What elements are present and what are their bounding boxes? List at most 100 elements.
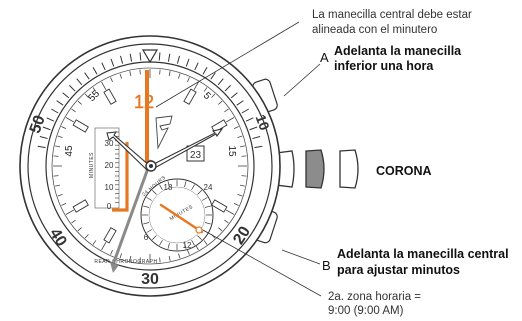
dial-tick	[241, 175, 247, 177]
bezel-tick	[69, 85, 76, 92]
bezel-tick	[76, 78, 83, 86]
dial-tick	[119, 253, 122, 259]
dial-tick	[187, 249, 190, 255]
bezel-tick	[185, 58, 190, 67]
watch-hands	[106, 70, 224, 273]
leader-zone	[202, 229, 322, 297]
dial-tick	[226, 209, 235, 215]
skeleton-hand	[155, 115, 173, 150]
bezel-tick	[241, 108, 249, 114]
hour-marker	[72, 119, 89, 133]
dial-tick	[218, 100, 223, 105]
dial-tick	[168, 255, 171, 261]
minutes-scale-title: MINUTES	[89, 152, 95, 178]
bezel-tick	[210, 72, 216, 80]
subdial-label-24: 24	[204, 183, 213, 192]
bezel-tick	[51, 108, 59, 114]
bezel-tick	[217, 78, 224, 86]
dial-tick	[110, 249, 113, 255]
bezel-tick	[224, 85, 231, 92]
dial-tick	[92, 87, 97, 92]
bezel-tick	[158, 52, 161, 61]
bezel-tick	[129, 53, 133, 62]
dial-tick	[241, 155, 247, 157]
dial-tick	[101, 81, 107, 90]
dial-marker-15: 15	[226, 145, 237, 157]
dial-tick	[65, 117, 74, 123]
bezel-tick	[252, 136, 261, 140]
bezel-label-50: 50	[27, 113, 49, 136]
dial-tick	[159, 69, 161, 75]
subdial-label-18: 18	[164, 183, 173, 192]
dial-tick	[226, 117, 235, 123]
subdial-label-12: 12	[183, 241, 192, 250]
dial-tick	[178, 73, 181, 79]
dial-tick	[211, 93, 216, 98]
subdial-tick	[152, 235, 157, 240]
dial-number-12: 12	[134, 92, 154, 112]
date-window	[186, 145, 205, 162]
subdial-24-hours: 24 HOURS 18 24 6 12 MINUTES	[140, 175, 214, 252]
dial-tick	[84, 234, 89, 239]
subdial-tick	[143, 205, 150, 208]
dial-tick	[233, 203, 239, 206]
crown-position-in	[339, 149, 359, 189]
dial-tick	[110, 77, 113, 83]
bezel-label-30: 30	[141, 271, 159, 288]
subdial-tick	[204, 222, 211, 225]
bezel-tick	[39, 136, 48, 140]
bezel-tick	[37, 145, 46, 149]
dial-tick	[168, 71, 171, 77]
hour-marker	[183, 88, 197, 105]
callout-b-letter: B	[322, 258, 331, 273]
dial-tick	[139, 257, 141, 263]
subdial-tick	[167, 181, 170, 188]
central-chrono-hand	[145, 70, 149, 165]
dial-tick	[139, 69, 141, 75]
bezel-tick	[202, 67, 208, 75]
hour-marker	[103, 88, 117, 105]
bezel-tick	[101, 62, 106, 71]
callout-top-line1: La manecilla central debe estar	[312, 9, 472, 21]
subdial-tick	[204, 205, 211, 208]
dial-tick	[61, 126, 67, 129]
subdial-label-6: 6	[144, 233, 149, 242]
bezel-tick	[245, 117, 254, 122]
dial-tick	[71, 108, 76, 113]
subdial-tick	[197, 190, 202, 195]
subdial-tick	[143, 222, 150, 225]
dial-tick	[187, 77, 190, 83]
bezel-tick	[167, 53, 171, 62]
bezel-tick	[56, 100, 64, 106]
crown-label: CORONA	[376, 164, 432, 178]
bezel-label-10: 10	[253, 112, 273, 132]
dial-tick	[159, 257, 161, 263]
bezel-tick	[230, 92, 238, 99]
minutes-tick-10: 10	[105, 183, 114, 192]
bezel-label-40: 40	[46, 226, 70, 250]
dial-tick	[65, 209, 74, 215]
hour-marker	[103, 227, 117, 244]
bezel-tick	[46, 117, 55, 122]
dial-tick	[193, 81, 199, 90]
subdial-tick	[191, 184, 195, 191]
callout-top: La manecilla central debe estar alineada…	[312, 9, 472, 36]
bezel-tick	[194, 62, 199, 71]
chrono-second-hand	[112, 159, 153, 263]
bezel-triangle-marker	[141, 49, 159, 64]
subdial-hand	[159, 203, 204, 234]
dial-tick	[224, 108, 229, 113]
callout-zone: 2a. zona horaria = 9:00 (9:00 AM)	[328, 291, 421, 317]
dial-tick	[77, 100, 82, 105]
dial-tick	[77, 227, 82, 232]
subdial-tick	[159, 239, 163, 246]
dial-tick	[233, 126, 239, 129]
bezel-tick	[120, 55, 124, 64]
dial-tick	[101, 242, 107, 251]
leader-b	[281, 249, 321, 265]
dial-tick	[224, 219, 229, 224]
leader-a	[283, 63, 321, 97]
leader-top	[155, 21, 300, 108]
bezel-tick	[249, 126, 258, 131]
